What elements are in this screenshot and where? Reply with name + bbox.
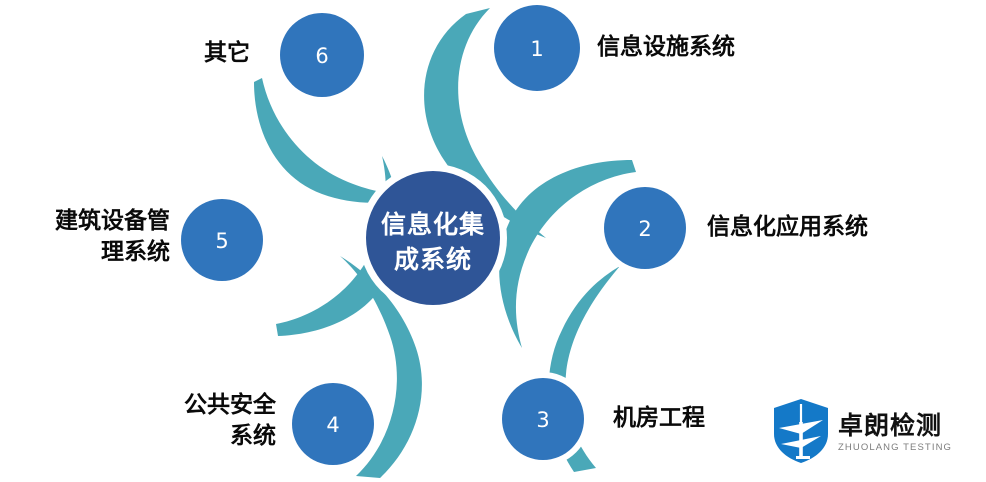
brand-logo: 卓朗检测 ZHUOLANG TESTING <box>772 395 972 467</box>
hub-label-line1: 信息化集 <box>381 210 485 239</box>
logo-name-cn: 卓朗检测 <box>838 411 943 441</box>
node-circle-2[interactable] <box>604 187 686 269</box>
logo-name-en: ZHUOLANG TESTING <box>838 441 953 453</box>
swoosh-1 <box>424 8 546 238</box>
logo-text-block: 卓朗检测 ZHUOLANG TESTING <box>838 409 953 453</box>
node-number-1: 1 <box>530 37 543 61</box>
node-number-5: 5 <box>215 229 228 253</box>
swoosh-6 <box>254 78 434 203</box>
swoosh-5 <box>276 156 400 336</box>
node-label-2: 信息化应用系统 <box>707 214 868 240</box>
shield-logo-icon <box>774 399 828 463</box>
node-circle-6[interactable] <box>280 13 364 97</box>
node-label-5: 建筑设备管 理系统 <box>55 208 170 266</box>
node-number-6: 6 <box>315 44 328 68</box>
node-number-2: 2 <box>638 217 651 241</box>
node-circle-5[interactable] <box>181 199 263 281</box>
node-label-1: 信息设施系统 <box>597 34 735 60</box>
node-circle-4[interactable] <box>292 383 374 465</box>
mark-stem-main <box>799 422 803 458</box>
node-circle-group <box>181 5 686 465</box>
hub-label-line2: 成系统 <box>394 245 472 274</box>
node-number-4: 4 <box>326 413 339 437</box>
mark-base <box>796 456 810 459</box>
node-circle-3[interactable] <box>502 378 584 460</box>
swoosh-4 <box>340 256 422 478</box>
node-label-6: 其它 <box>204 40 250 66</box>
hub-circle[interactable] <box>366 171 500 305</box>
node-number-3: 3 <box>536 408 549 432</box>
node-circle-1[interactable] <box>494 5 580 91</box>
swoosh-2 <box>499 160 636 348</box>
node-label-4: 公共安全 系统 <box>184 392 276 450</box>
node-label-3: 机房工程 <box>613 405 705 431</box>
